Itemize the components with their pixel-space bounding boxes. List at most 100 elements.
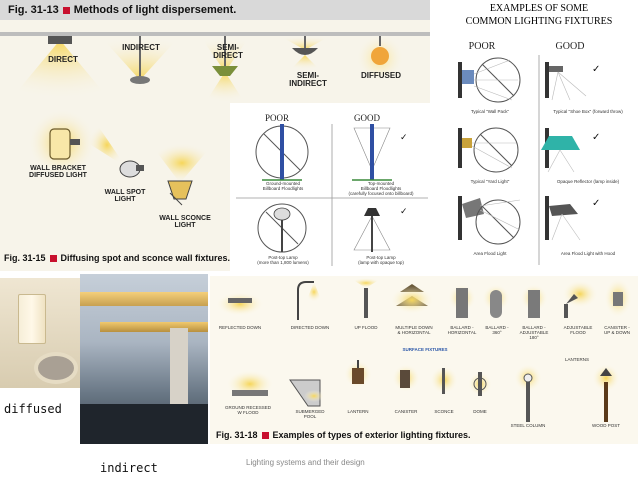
label-wall-sconce: WALL SCONCE LIGHT: [159, 215, 211, 230]
area-flood-poor: [458, 196, 521, 245]
semi-indirect-fixture: [280, 36, 330, 70]
steel-column-fixture: [514, 364, 542, 422]
red-square-icon: [62, 6, 70, 14]
fig-label: Fig. 31-13: [8, 4, 59, 16]
ballard-adjustable-fixture: [520, 284, 548, 318]
area-flood-hood-good: ✓: [545, 196, 600, 241]
post-top-lamp-poor: [257, 203, 307, 253]
fig-31-15-panel: WALL BRACKET DIFFUSED LIGHT WALL SPOT LI…: [0, 103, 230, 271]
sconce-fixture: [430, 366, 458, 394]
footer-text: Lighting systems and their design: [246, 458, 365, 467]
caption-opaque-reflector: Opaque Reflector (lamp inside): [556, 179, 620, 184]
label-wood-post: WOOD POST: [592, 423, 620, 428]
fig-31-15-title: Fig. 31-15 Diffusing spot and sconce wall…: [4, 253, 230, 263]
red-square-icon: [49, 255, 57, 263]
method-label-diffused: DIFFUSED: [361, 71, 401, 80]
poor-heading: POOR: [468, 41, 496, 52]
method-label-semi-indirect: SEMI- INDIRECT: [289, 71, 327, 89]
svg-text:✓: ✓: [592, 198, 600, 209]
floodlight-panel: POOR GOOD ✓ ✓ Ground-mounted B: [232, 110, 432, 270]
label-wall-spot: WALL SPOT LIGHT: [104, 189, 146, 204]
fig-label: Fig. 31-18: [216, 430, 258, 440]
label-sconce: SCONCE: [434, 409, 454, 414]
direct-fixture: [10, 36, 110, 100]
dome-fixture: [468, 372, 492, 396]
header-band: [0, 0, 430, 20]
canister-fixture: [392, 364, 420, 392]
adjustable-flood-fixture: [562, 280, 598, 318]
label-canister: CANISTER: [394, 409, 418, 414]
fig-31-13-panel: Fig. 31-13 Methods of light dispersement.: [0, 0, 430, 103]
wall-spot-fixture: [88, 123, 144, 178]
label-ground-recessed: GROUND RECESSED W FLOOD: [224, 405, 271, 415]
wall-sconce-fixture: [150, 143, 214, 206]
ground-recessed-fixture: [226, 370, 274, 398]
label-dome: DOME: [473, 409, 487, 414]
label-ballard-horizontal: BALLARD - HORIZONTAL: [447, 325, 477, 335]
diffused-sconce: [18, 294, 46, 344]
svg-text:✓: ✓: [592, 132, 600, 143]
yard-light-poor: [458, 127, 519, 173]
diffused-photo: [0, 278, 80, 388]
label-lantern: LANTERN: [347, 409, 369, 414]
floodlight-diagram: ✓ ✓: [236, 124, 428, 266]
cove-light-upper: [80, 292, 208, 306]
wall-fixtures-diagram: [28, 109, 214, 206]
wood-post-fixture: [592, 364, 620, 422]
fig-label: Fig. 31-15: [4, 253, 46, 263]
figure-title: Examples of types of exterior lighting f…: [272, 430, 471, 440]
furniture-silhouette: [80, 404, 208, 444]
top-billboard-good: ✓: [352, 124, 408, 181]
section-lanterns: LANTERNS: [564, 357, 589, 362]
multiple-down-fixture: [390, 284, 434, 314]
svg-text:✓: ✓: [400, 133, 408, 143]
method-label-semi-direct: SEMI- DIRECT: [213, 43, 243, 61]
wall-bracket-fixture: [28, 109, 96, 177]
figure-title: Diffusing spot and sconce wall fixtures.: [60, 253, 230, 263]
caption-yard-light: Typical "Yard Light": [470, 179, 510, 184]
examples-diagram: ✓ ✓: [458, 55, 600, 265]
diffused-label: diffused: [4, 402, 62, 416]
examples-title-line1: EXAMPLES OF SOME: [489, 3, 589, 14]
label-ballard-adjustable: BALLARD - ADJUSTABLE 180°: [519, 325, 549, 340]
poor-heading: POOR: [264, 113, 289, 123]
caption-wall-pack: Typical "Wall Pack": [470, 109, 510, 114]
caption-post-top-poor: Post-top Lamp (more than 1,800 lumens): [257, 255, 309, 265]
caption-top-billboard: Top-mounted Billboard Floodlights (caref…: [348, 181, 414, 196]
caption-area-flood: Area Flood Light: [473, 251, 507, 256]
mirror-frame: [34, 352, 78, 384]
diffused-fixture: [356, 34, 404, 82]
label-wall-bracket: WALL BRACKET DIFFUSED LIGHT: [29, 165, 87, 180]
svg-text:✓: ✓: [592, 64, 600, 75]
svg-text:✓: ✓: [400, 207, 408, 217]
indirect-photo: [80, 274, 208, 444]
rail: [0, 32, 430, 36]
section-surface-fixtures: SURFACE FIXTURES: [402, 347, 448, 352]
fig-31-18-panel: REFLECTED DOWN DIRECTED DOWN UP FLOOD MU…: [210, 276, 638, 444]
ground-billboard-poor: [255, 124, 309, 181]
good-heading: GOOD: [354, 113, 380, 123]
fixtures-examples-panel: EXAMPLES OF SOME COMMON LIGHTING FIXTURE…: [440, 0, 638, 270]
label-reflected-down: REFLECTED DOWN: [218, 325, 262, 330]
label-submerged-pool: SUBMERGED POOL: [295, 409, 325, 419]
fig-31-18-title: Fig. 31-18 Examples of types of exterior …: [216, 430, 471, 440]
post-top-lamp-good: ✓: [353, 207, 408, 252]
dispersement-diagram: [10, 34, 404, 103]
figure-title: Methods of light dispersement.: [73, 4, 237, 16]
method-label-direct: DIRECT: [48, 55, 78, 64]
fig-31-13-title: Fig. 31-13 Methods of light dispersement.: [8, 4, 236, 16]
examples-title-line2: COMMON LIGHTING FIXTURES: [465, 16, 613, 27]
label-up-flood: UP FLOOD: [354, 325, 378, 330]
method-label-indirect: INDIRECT: [122, 43, 160, 52]
red-square-icon: [261, 432, 269, 440]
directed-down-fixture: [297, 281, 322, 320]
cove-light-lower: [100, 322, 208, 332]
wall-pack-poor: [458, 57, 521, 103]
indirect-label: indirect: [100, 461, 158, 475]
caption-area-flood-hood: Area Flood Light with Hood: [560, 251, 616, 256]
label-ballard-360: BALLARD - 360°: [485, 325, 509, 335]
canister-up-down-fixture: [604, 278, 632, 318]
good-heading: GOOD: [555, 41, 585, 52]
submerged-pool-fixture: [289, 379, 324, 407]
opaque-reflector-good: ✓: [541, 128, 600, 173]
